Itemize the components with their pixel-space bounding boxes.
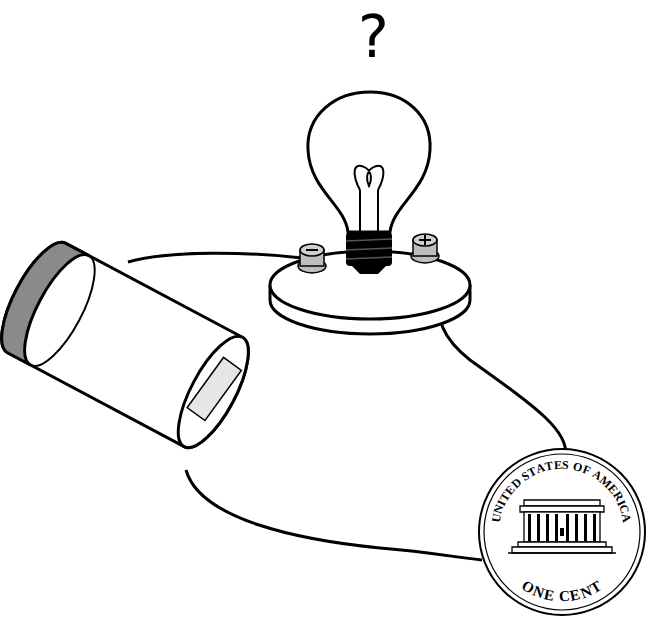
wire: [186, 470, 482, 560]
penny: [479, 449, 645, 615]
coin: UNITED STATES OF AMERICAONE CENT: [478, 448, 646, 616]
wire: [128, 253, 302, 262]
question-mark: ?: [358, 8, 389, 66]
light-bulb: [308, 92, 430, 274]
battery: [0, 233, 262, 457]
coin-value: ONE CENT: [480, 450, 644, 614]
bulb-holder: [270, 234, 470, 334]
